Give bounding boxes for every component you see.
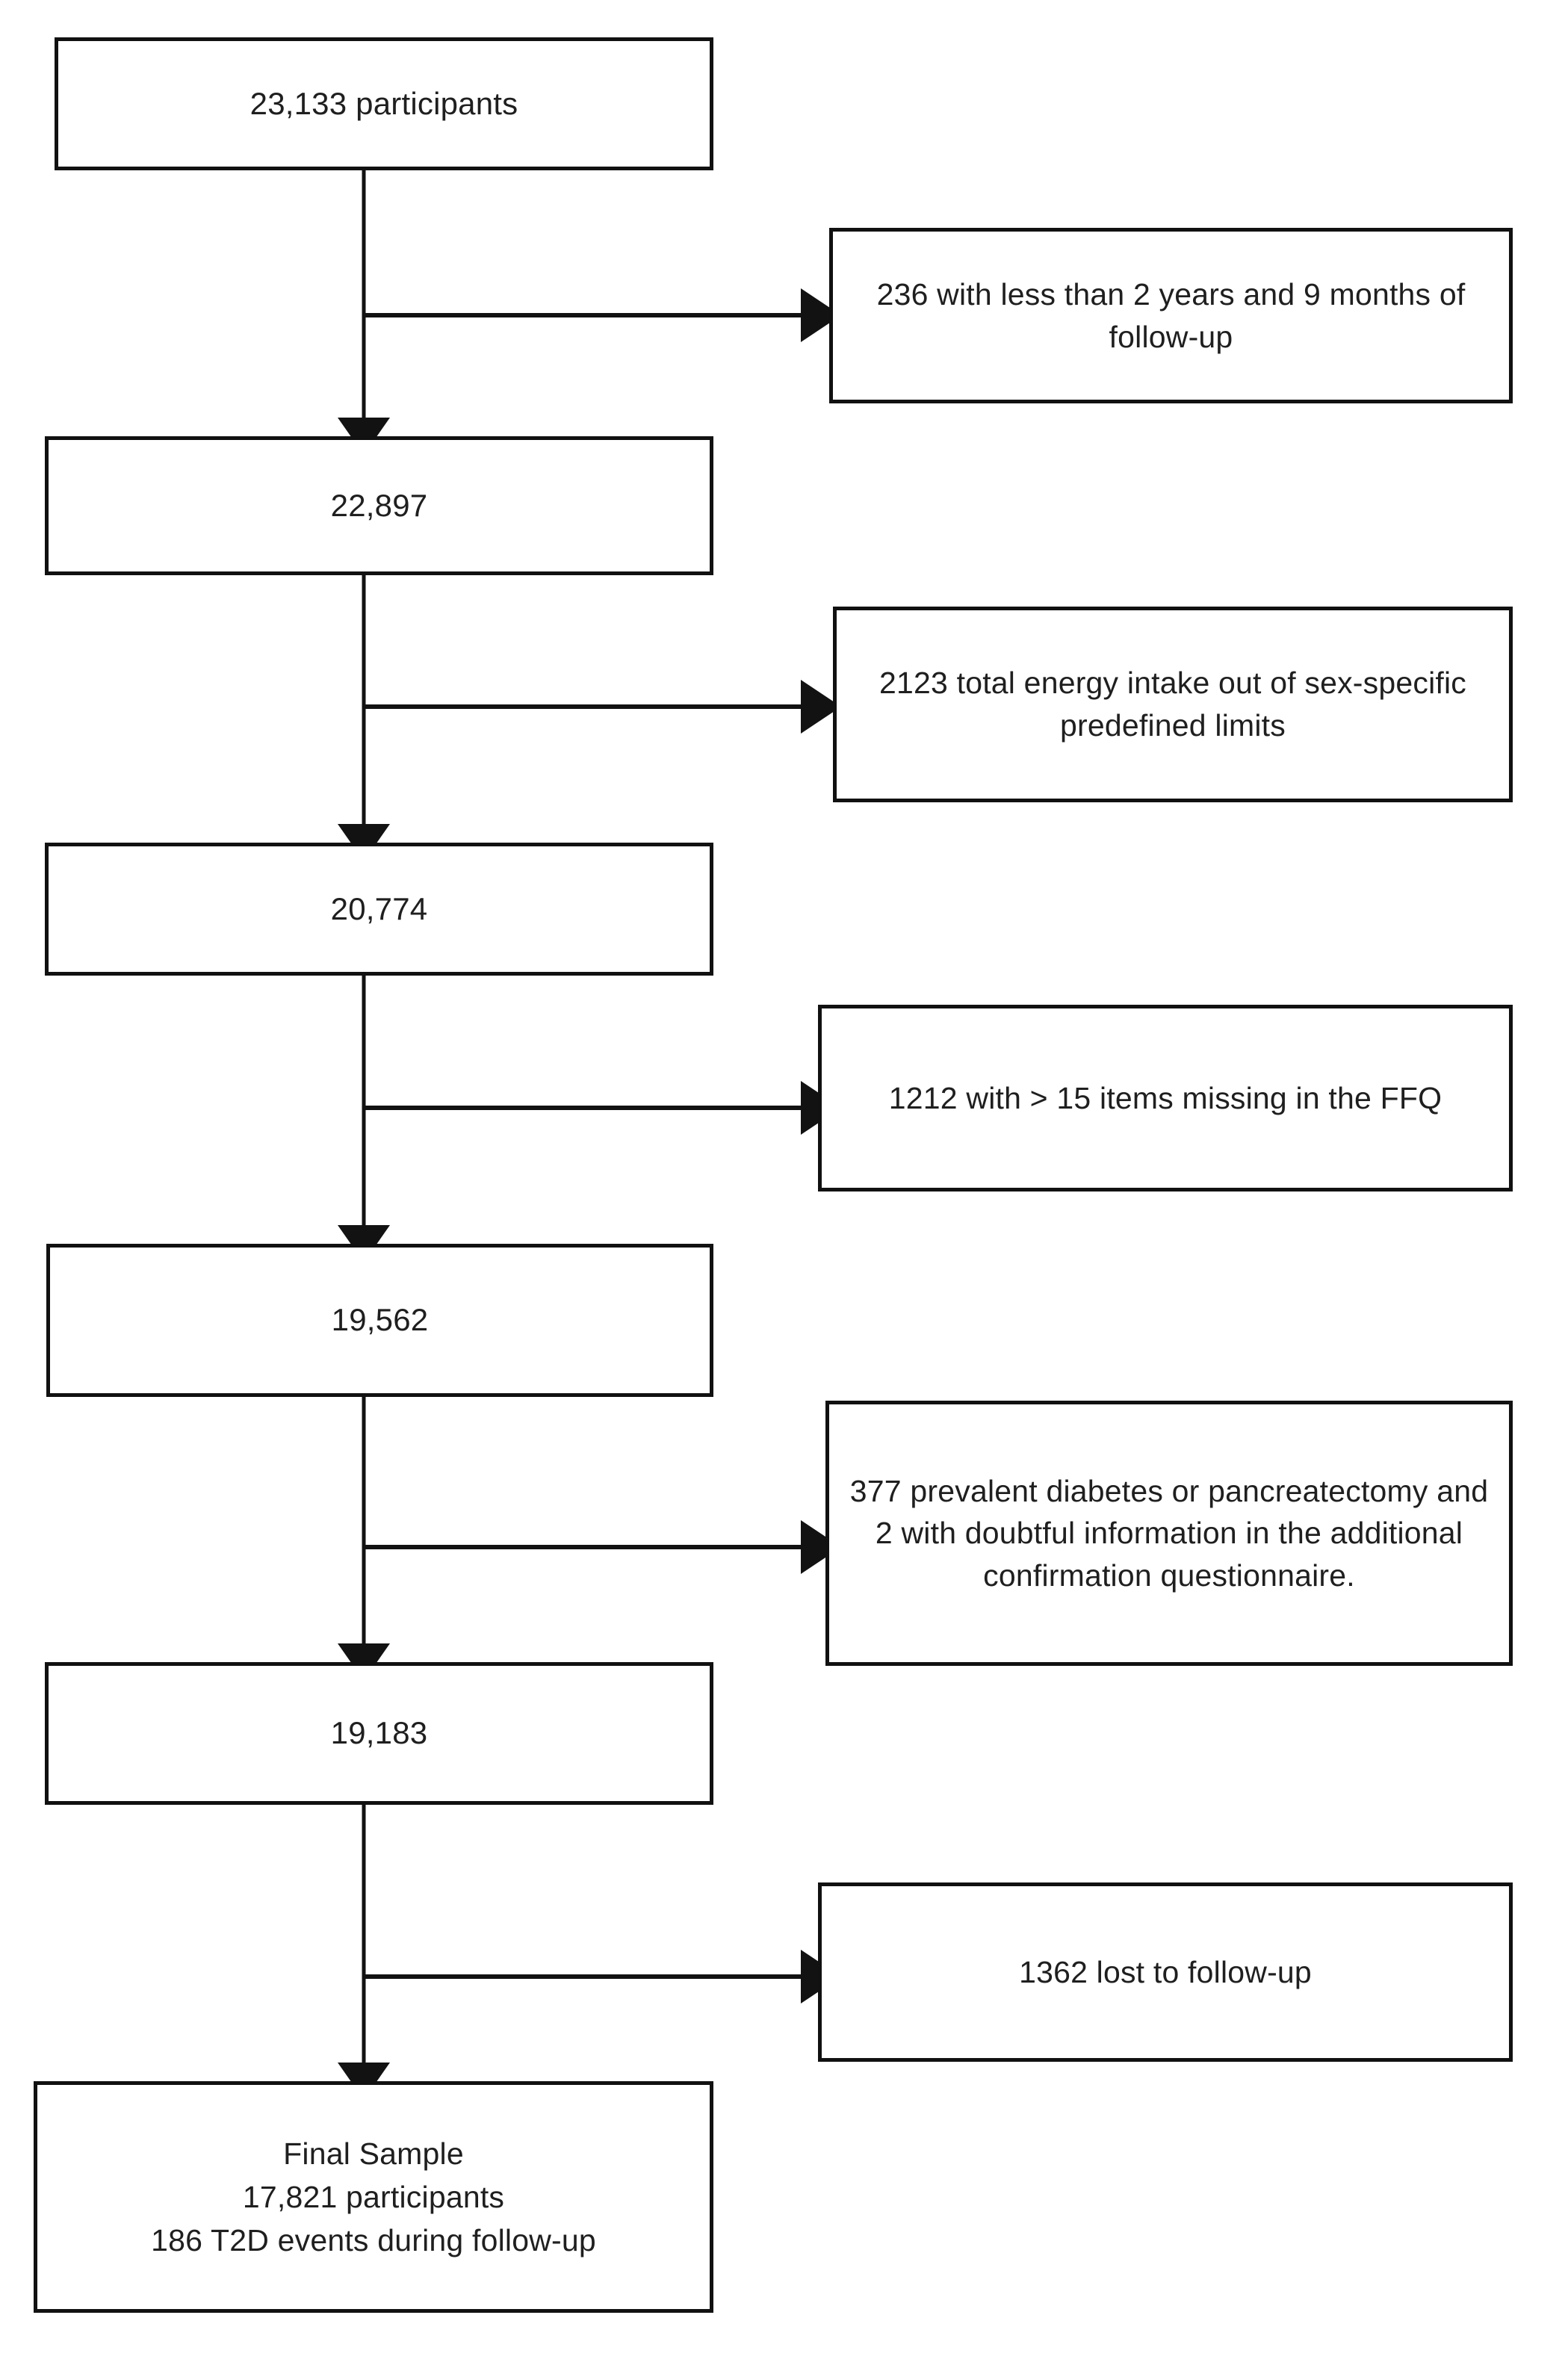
node-after-followup-filter: 22,897 [45,436,713,575]
node-label: 19,183 [330,1715,428,1751]
exclusion-label: 236 with less than 2 years and 9 months … [876,276,1466,354]
node-exclusion-lost-followup: 1362 lost to follow-up [818,1882,1513,2062]
exclusion-label: 1212 with > 15 items missing in the FFQ [888,1080,1443,1115]
node-exclusion-prevalent-diabetes: 377 prevalent diabetes or pancreatectomy… [825,1401,1513,1666]
node-final-sample: Final Sample 17,821 participants 186 T2D… [34,2081,713,2313]
node-label: 19,562 [331,1302,429,1338]
node-after-ffq-filter: 19,562 [46,1244,713,1397]
node-label: 22,897 [330,487,428,523]
final-sample-label: Final Sample 17,821 participants 186 T2D… [151,2136,596,2258]
node-exclusion-energy-intake: 2123 total energy intake out of sex-spec… [833,607,1513,802]
node-exclusion-ffq-missing: 1212 with > 15 items missing in the FFQ [818,1005,1513,1191]
node-after-energy-filter: 20,774 [45,843,713,976]
node-label: 20,774 [330,890,428,926]
node-after-prevalent-filter: 19,183 [45,1662,713,1805]
node-exclusion-followup: 236 with less than 2 years and 9 months … [829,228,1513,403]
exclusion-label: 1362 lost to follow-up [1019,1954,1312,1989]
exclusion-label: 377 prevalent diabetes or pancreatectomy… [849,1473,1489,1593]
exclusion-label: 2123 total energy intake out of sex-spec… [879,666,1466,743]
node-label: 23,133 participants [250,85,518,121]
node-total-participants: 23,133 participants [55,37,713,170]
